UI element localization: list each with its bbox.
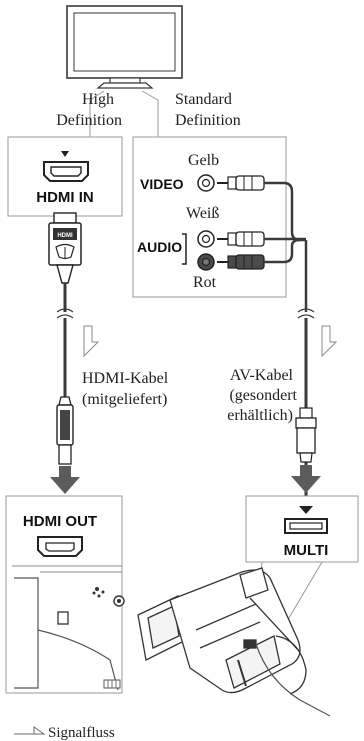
multi-marker-icon <box>299 506 313 514</box>
white-label: Weiß <box>186 205 219 222</box>
down-arrow-icon-av <box>291 465 321 493</box>
legend-label: Signalfluss <box>48 725 115 741</box>
high-definition-label-line1: High <box>82 91 114 108</box>
legend-arrow-icon <box>14 726 46 735</box>
multi-port-icon <box>284 518 328 534</box>
down-arrow-icon <box>50 466 80 494</box>
rca-plug-icon-white <box>217 231 265 247</box>
hdmi-cable-label-line2: (mitgeliefert) <box>82 391 167 408</box>
hdmi-out-label: HDMI OUT <box>23 513 97 530</box>
signal-flow-arrow-icon-av <box>321 325 338 358</box>
cable-break-marks <box>56 308 74 319</box>
hdmi-plug-text: HDMI <box>57 233 73 239</box>
sd-callout-pointer <box>141 90 159 137</box>
hdmi-cable-label-line1: HDMI-Kabel <box>82 370 169 387</box>
av-cable-wires <box>264 181 308 312</box>
rca-plug-icon-yellow <box>217 175 265 191</box>
camcorder-panel-left <box>5 495 123 694</box>
rca-jack-icon-video <box>197 174 215 192</box>
camcorder-icon <box>137 567 331 717</box>
rca-plug-icon-red <box>217 254 265 270</box>
legend: Signalfluss <box>14 725 115 741</box>
tv-icon <box>66 5 183 89</box>
hdmi-mini-plug-icon <box>56 396 74 465</box>
hdmi-plug-icon: HDMI <box>48 212 82 284</box>
red-label: Rot <box>193 274 217 291</box>
av-input-panel <box>132 136 287 298</box>
signal-flow-arrow-icon <box>83 325 100 358</box>
av-cable-break-marks <box>297 308 315 319</box>
rca-jack-icon-audio-red <box>197 253 215 271</box>
video-label: VIDEO <box>140 176 184 192</box>
standard-definition-label-line1: Standard <box>175 91 232 108</box>
audio-label: AUDIO <box>137 239 182 255</box>
av-cable-label-line3: erhältlich) <box>227 407 293 424</box>
hdmi-port-icon <box>43 151 89 182</box>
standard-definition-label-line2: Definition <box>175 112 241 129</box>
av-cable-label-line2: (gesondert <box>229 387 297 404</box>
high-definition-label-line2: Definition <box>56 112 122 129</box>
audio-bracket <box>182 233 187 265</box>
rca-jack-icon-audio-white <box>197 230 215 248</box>
multi-label: MULTI <box>284 542 329 559</box>
av-plug-icon <box>295 407 317 463</box>
hdmi-in-label: HDMI IN <box>36 189 94 206</box>
hdmi-out-port-icon <box>37 536 83 557</box>
camcorder-side-panel <box>12 565 125 691</box>
av-cable-label-line1: AV-Kabel <box>230 367 294 384</box>
yellow-label: Gelb <box>188 152 219 169</box>
